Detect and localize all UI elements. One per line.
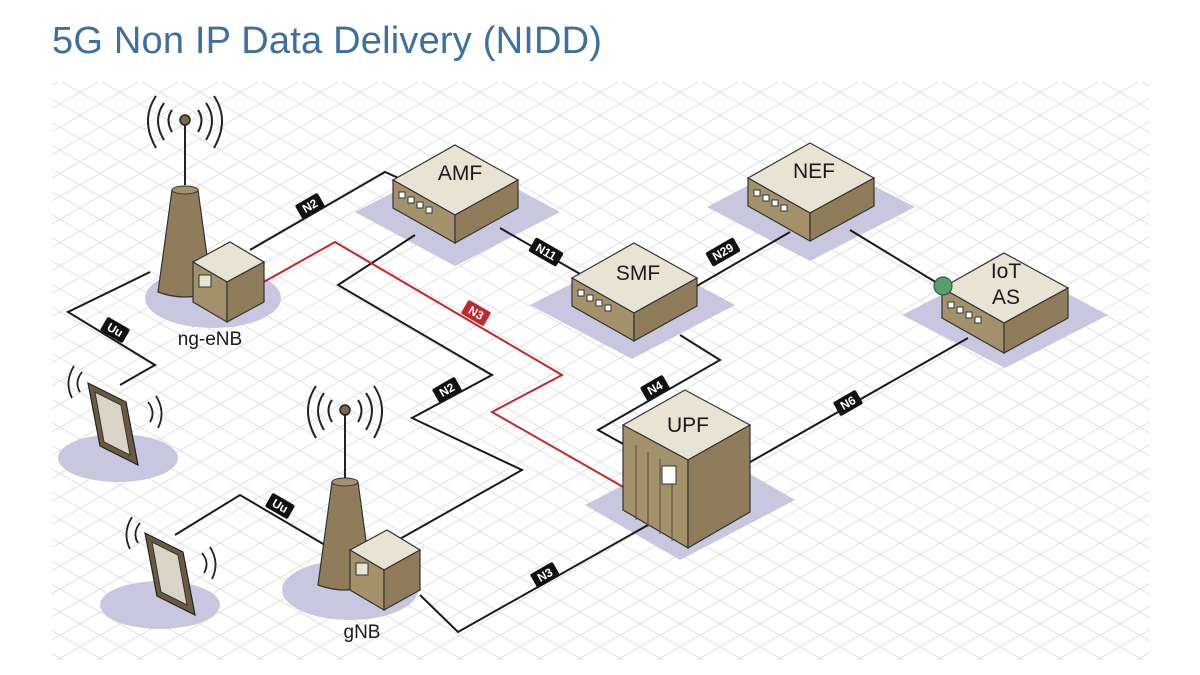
ng-enb-label: ng-eNB <box>178 329 242 350</box>
background-grid <box>52 82 1150 660</box>
link-n2-mid <box>336 234 525 541</box>
iot-as-label-line1: IoT <box>991 260 1022 283</box>
interface-tag-uu-bottom: Uu <box>265 493 295 519</box>
link-n3-bottom <box>419 524 649 634</box>
upf-label: UPF <box>667 414 709 437</box>
interface-tag-n3-bottom: N3 <box>530 562 560 588</box>
upf-node <box>621 389 752 550</box>
link-uu-top <box>65 271 157 386</box>
smf-node <box>570 242 699 343</box>
amf-label: AMF <box>438 162 482 185</box>
interface-tag-n2-mid: N2 <box>432 377 462 403</box>
gnb-tower <box>307 385 422 612</box>
svg-text:N4: N4 <box>645 378 666 398</box>
svg-text:N2: N2 <box>437 380 458 400</box>
nef-label: NEF <box>793 160 835 183</box>
iot-as-label-line2: AS <box>992 286 1020 309</box>
ng-enb-tower <box>147 95 266 324</box>
svg-text:Uu: Uu <box>105 320 126 340</box>
interface-tag-uu-top: Uu <box>100 317 130 343</box>
amf-node <box>391 144 520 245</box>
svg-text:N6: N6 <box>838 393 859 413</box>
svg-text:Uu: Uu <box>270 496 291 516</box>
interface-tag-n4: N4 <box>640 375 670 401</box>
interface-tag-n6: N6 <box>833 390 863 416</box>
ue-device-bottom <box>125 516 217 617</box>
gnb-label: gNB <box>344 622 381 643</box>
svg-text:N3: N3 <box>466 303 487 323</box>
link-n29 <box>689 231 791 291</box>
smf-label: SMF <box>616 262 660 285</box>
connector-dot <box>933 276 953 296</box>
link-nef-iot <box>849 229 943 287</box>
svg-text:N2: N2 <box>300 196 321 216</box>
interface-tag-n3-red: N3 <box>461 300 491 326</box>
page-title: 5G Non IP Data Delivery (NIDD) <box>52 20 603 62</box>
nef-node <box>746 142 876 243</box>
link-n4 <box>595 334 722 446</box>
ue-device-top <box>67 365 163 467</box>
link-n3-red <box>261 240 626 489</box>
interface-tag-n2-top: N2 <box>295 193 325 219</box>
iot-as-node <box>933 252 1070 355</box>
svg-text:N3: N3 <box>535 565 556 585</box>
